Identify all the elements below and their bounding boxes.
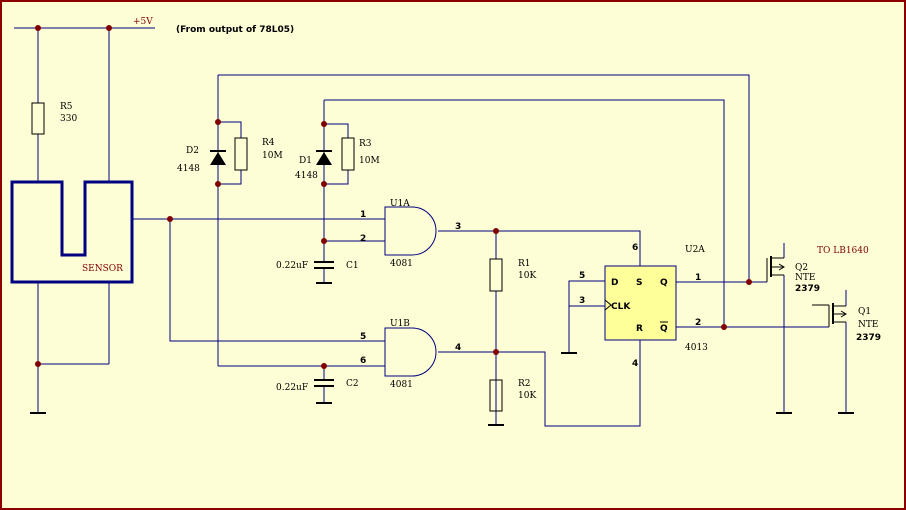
- mosfet-q1: [812, 303, 847, 327]
- output-note: TO LB1640: [817, 246, 869, 256]
- r4-value: 10M: [262, 151, 283, 161]
- supply-label: +5V: [133, 17, 153, 27]
- r4-ref: R4: [262, 138, 275, 148]
- pin-u1b-in2: 6: [360, 356, 366, 366]
- capacitor-c2: [314, 379, 334, 387]
- ff-label-clk: CLK: [611, 302, 631, 312]
- r2-ref: R2: [518, 379, 531, 389]
- c1-ref: C1: [346, 261, 359, 271]
- and-gate-u1a: [384, 206, 437, 256]
- d1-value: 4148: [295, 171, 318, 181]
- and-gate-u1b: [384, 327, 437, 377]
- ff-label-qbar: Q: [660, 324, 668, 334]
- ground-symbols: [30, 282, 854, 426]
- pin-ff-d: 5: [579, 271, 585, 281]
- junction-dots: [35, 25, 752, 369]
- resistor-r1: [489, 258, 503, 292]
- supply-note: (From output of 78L05): [176, 25, 294, 35]
- sensor-body: [10, 180, 134, 284]
- diode-d1: [316, 150, 332, 165]
- ff-label-d: D: [611, 278, 618, 288]
- ff-label-s: S: [636, 278, 642, 288]
- u2a-part: 4013: [685, 343, 708, 353]
- r1-ref: R1: [518, 259, 531, 269]
- r1-value: 10K: [518, 271, 536, 281]
- pin-u1a-out: 3: [455, 222, 461, 232]
- capacitor-c1: [314, 261, 334, 269]
- pin-ff-clk: 3: [579, 296, 585, 306]
- flipflop-u2a-body: [604, 265, 677, 341]
- ff-label-q: Q: [660, 278, 668, 288]
- d1-ref: D1: [299, 156, 312, 166]
- sensor-label: SENSOR: [82, 264, 123, 274]
- resistor-r3: [341, 137, 355, 171]
- pin-u1b-in1: 5: [360, 332, 366, 342]
- c2-ref: C2: [346, 379, 359, 389]
- r2-value: 10K: [518, 391, 536, 401]
- q1-ref: Q1: [858, 307, 871, 317]
- u1a-ref: U1A: [390, 199, 410, 209]
- q1-part: 2379: [856, 333, 881, 343]
- pin-ff-s: 6: [632, 243, 638, 253]
- q2-ref: Q2: [795, 263, 808, 273]
- clk-clock-marker: [604, 299, 612, 311]
- resistor-r2: [489, 379, 503, 412]
- u1b-part: 4081: [390, 380, 413, 390]
- q2-mfr: NTE: [795, 273, 815, 283]
- u1a-part: 4081: [390, 259, 413, 269]
- wires: [14, 27, 847, 427]
- pin-u1a-in2: 2: [360, 234, 366, 244]
- pin-u1b-out: 4: [455, 343, 461, 353]
- mosfet-q2: [766, 256, 785, 282]
- d2-ref: D2: [186, 146, 199, 156]
- pin-ff-r: 4: [632, 359, 638, 369]
- pin-u1a-in1: 1: [360, 210, 366, 220]
- u1b-ref: U1B: [390, 319, 410, 329]
- c2-value: 0.22uF: [276, 383, 308, 393]
- r3-value: 10M: [359, 156, 380, 166]
- resistor-r4: [234, 137, 248, 171]
- diode-d2: [210, 150, 226, 165]
- r5-ref: R5: [60, 102, 73, 112]
- ff-label-r: R: [636, 324, 643, 334]
- resistor-r5: [31, 102, 45, 135]
- r3-ref: R3: [359, 139, 372, 149]
- r5-value: 330: [60, 114, 77, 124]
- pin-ff-qbar: 2: [695, 318, 701, 328]
- pin-ff-q: 1: [695, 273, 701, 283]
- d2-value: 4148: [177, 164, 200, 174]
- u2a-ref: U2A: [685, 245, 705, 255]
- c1-value: 0.22uF: [276, 261, 308, 271]
- q1-mfr: NTE: [858, 320, 878, 330]
- q2-part: 2379: [795, 284, 820, 294]
